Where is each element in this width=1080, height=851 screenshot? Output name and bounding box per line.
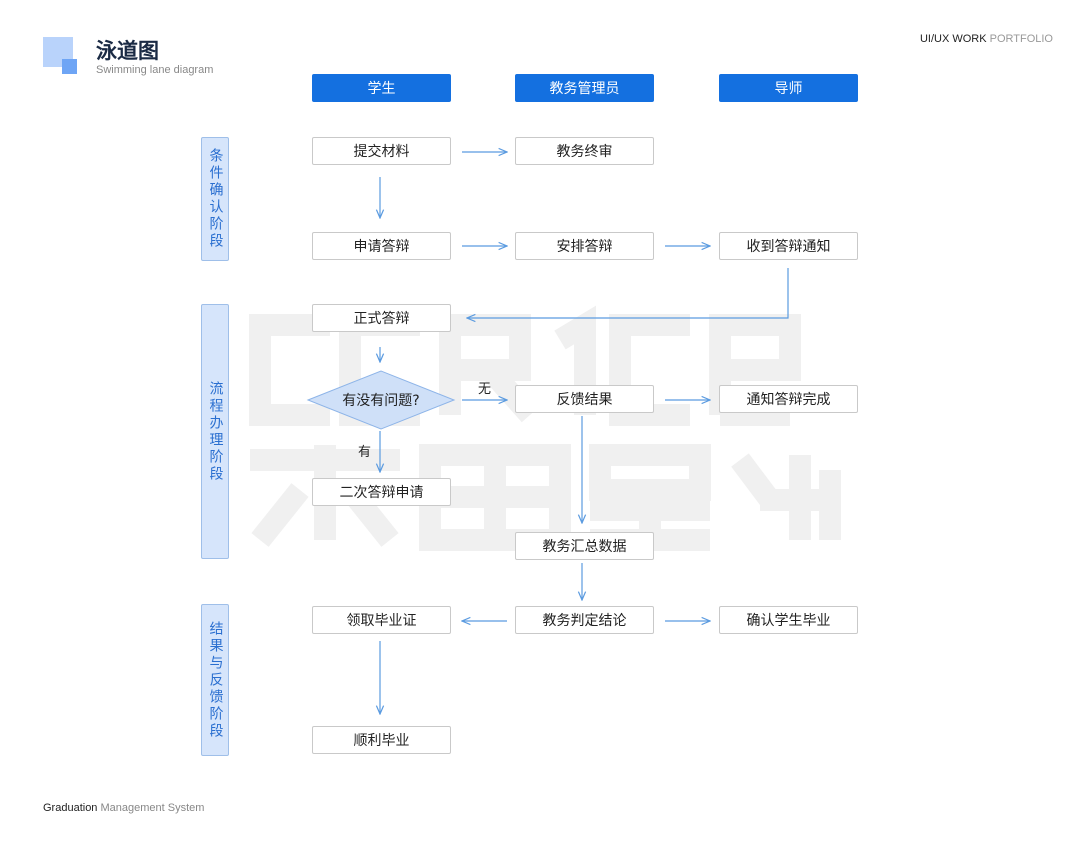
brand-main: UI/UX WORK: [919, 33, 987, 45]
arrow-notice-formal: [467, 268, 789, 318]
node-formal: 正式答辩: [312, 304, 451, 332]
lane-header-student: 学生: [312, 74, 451, 102]
stage-process: 流程办理阶段: [201, 304, 229, 559]
node-final-review: 教务终审: [515, 137, 654, 165]
node-decision: 有没有问题?: [342, 393, 420, 409]
node-submit: 提交材料: [312, 137, 451, 165]
node-arrange: 安排答辩: [515, 232, 654, 260]
node-confirm: 确认学生毕业: [719, 606, 858, 634]
node-summary: 教务汇总数据: [515, 532, 654, 560]
footer-main: Graduation: [43, 802, 98, 814]
stage-result: 结果与反馈阶段: [201, 604, 229, 756]
node-get-cert: 领取毕业证: [312, 606, 451, 634]
node-judge: 教务判定结论: [515, 606, 654, 634]
portfolio-brand: UI/UX WORK PORTFOLIO: [920, 33, 1053, 45]
lane-header-tutor: 导师: [719, 74, 858, 102]
node-apply: 申请答辩: [312, 232, 451, 260]
footer: Graduation Management System: [43, 802, 204, 814]
edge-label-no: 无: [478, 382, 492, 397]
brand-sub: PORTFOLIO: [989, 33, 1053, 45]
logo-square-small: [62, 59, 77, 74]
lane-header-admin: 教务管理员: [515, 74, 654, 102]
node-notice: 收到答辩通知: [719, 232, 858, 260]
page-subtitle: Swimming lane diagram: [96, 64, 214, 76]
node-graduate: 顺利毕业: [312, 726, 451, 754]
footer-sub: Management System: [100, 802, 205, 814]
stage-condition: 条件确认阶段: [201, 137, 229, 261]
decision-diamond: [306, 370, 456, 430]
edge-label-yes: 有: [358, 445, 372, 460]
node-second: 二次答辩申请: [312, 478, 451, 506]
node-notify-done: 通知答辩完成: [719, 385, 858, 413]
node-feedback: 反馈结果: [515, 385, 654, 413]
page-title: 泳道图: [96, 39, 159, 63]
